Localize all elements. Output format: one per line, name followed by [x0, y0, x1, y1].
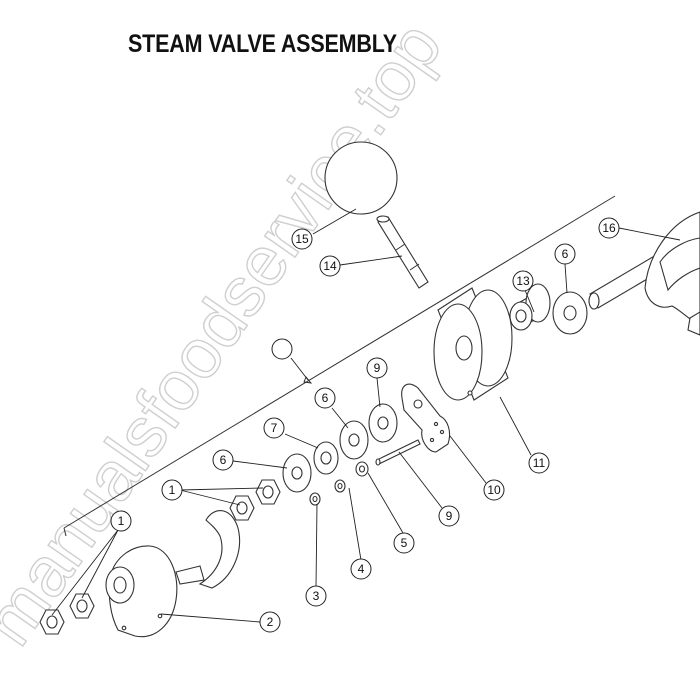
cover-plate: [105, 545, 178, 638]
washer-left: [282, 453, 312, 493]
svg-text:5: 5: [401, 536, 408, 550]
svg-text:6: 6: [322, 391, 329, 405]
svg-text:1: 1: [118, 514, 125, 528]
svg-text:14: 14: [323, 259, 337, 273]
callout-6-left: 6: [212, 449, 234, 471]
washer-right: [552, 291, 588, 335]
leader-lines: [51, 208, 681, 623]
callout-5: 5: [393, 532, 415, 554]
bracket-plate: [401, 383, 451, 453]
callout-9-upper: 9: [366, 357, 388, 379]
washer-middle: [339, 420, 369, 460]
knob-ball: [324, 141, 398, 215]
small-washer: [355, 461, 369, 477]
svg-text:2: 2: [267, 615, 274, 629]
svg-text:1: 1: [169, 483, 176, 497]
callout-3: 3: [305, 585, 327, 607]
callout-10: 10: [483, 479, 505, 501]
svg-text:11: 11: [533, 456, 546, 470]
svg-text:13: 13: [516, 274, 530, 288]
callout-13: 15: [291, 228, 313, 250]
callout-7: 7: [263, 417, 285, 439]
valve-stem: [376, 215, 429, 289]
callout-6-right: 6: [554, 243, 576, 265]
callout-16: [271, 338, 293, 360]
callout-14: 13: [512, 270, 534, 292]
bushing: [509, 283, 551, 331]
svg-text:4: 4: [358, 562, 365, 576]
axis-line: [63, 195, 616, 529]
svg-text:15: 15: [295, 232, 309, 246]
svg-text:7: 7: [271, 421, 278, 435]
svg-text:10: 10: [487, 483, 501, 497]
valve-body: [588, 211, 700, 336]
callout-1-upper: 1: [161, 479, 183, 501]
svg-text:3: 3: [313, 589, 320, 603]
svg-text:6: 6: [220, 453, 227, 467]
callout-11: 11: [528, 452, 550, 474]
page-title: STEAM VALVE ASSEMBLY: [128, 30, 397, 58]
callout-6-middle: 6: [314, 387, 336, 409]
pin: [375, 439, 421, 466]
callout-12: 14: [319, 255, 341, 277]
callout-1-lower: 1: [110, 510, 132, 532]
callout-4: 4: [350, 558, 372, 580]
spring: [313, 441, 339, 475]
svg-text:16: 16: [602, 221, 616, 235]
washer-9: [368, 403, 398, 443]
curved-lever: [175, 510, 240, 589]
spacer: [334, 479, 346, 493]
hex-nut-upper-b: [229, 495, 255, 521]
svg-text:6: 6: [562, 247, 569, 261]
cam-disc: [433, 287, 513, 401]
hex-nut-lower-a: [69, 593, 95, 619]
hex-nut-upper-a: [255, 479, 281, 505]
svg-text:9: 9: [374, 361, 381, 375]
callout-9-lower: 9: [438, 505, 460, 527]
svg-text:9: 9: [446, 509, 453, 523]
tiny-nut: [309, 492, 321, 506]
axis-line-end: [63, 527, 67, 537]
callout-2: 2: [259, 611, 281, 633]
hex-nut-lower-b: [39, 609, 65, 635]
callout-15: 16: [598, 217, 620, 239]
